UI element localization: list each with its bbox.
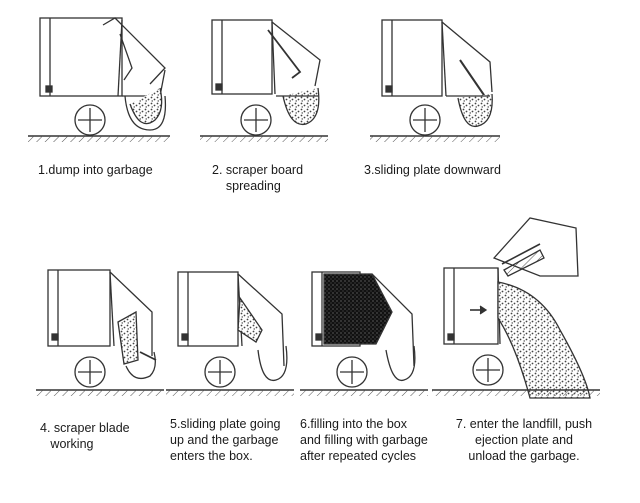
step-5-caption: 5.sliding plate going up and the garbage… — [170, 417, 281, 463]
step-3-caption: 3.sliding plate downward — [364, 163, 501, 177]
step-2-illustration — [200, 19, 328, 142]
step-6-caption: 6.filling into the box and filling with … — [300, 417, 428, 463]
step-1-illustration — [28, 17, 170, 142]
step-6-illustration — [300, 271, 428, 396]
step-1-caption: 1.dump into garbage — [38, 163, 153, 177]
step-4-illustration — [36, 269, 164, 396]
step-7-illustration — [432, 217, 600, 399]
step-4-caption: 4. scraper blade working — [40, 421, 130, 451]
step-3-illustration — [370, 19, 500, 142]
step-2-caption: 2. scraper board spreading — [212, 163, 304, 193]
step-7-caption: 7. enter the landfill, push ejection pla… — [455, 417, 593, 463]
step-5-illustration — [166, 271, 294, 396]
